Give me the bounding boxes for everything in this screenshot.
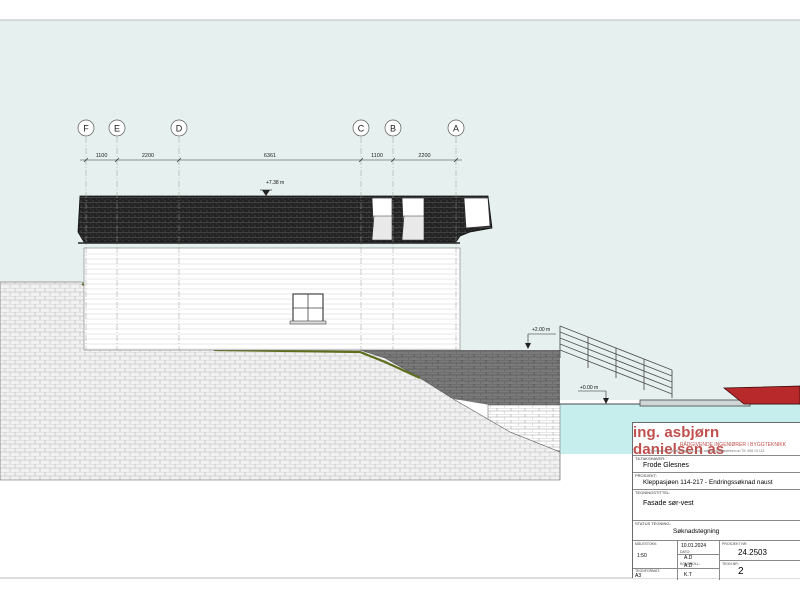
drawing-title-row: TEGNINGSTITTEL: Fasade sør-vest [633, 490, 800, 521]
company-name: ing. asbjørn danielsen as [633, 424, 725, 458]
grid-bubble-a [447, 119, 465, 137]
company-logo: ing. asbjørn danielsen as RÅDGIVENDE ING… [633, 423, 800, 458]
grid-bubble-f [77, 119, 95, 137]
project-no-value: 24.2503 [738, 548, 767, 557]
format-value: A3 [635, 573, 642, 579]
project-value: Kleppasjøen 114-217 - Endringssøknad nau… [643, 479, 773, 486]
status-value: Søknadstegning [673, 528, 720, 535]
grid-label-f: F [83, 124, 89, 134]
window [289, 293, 327, 325]
grid-label-b: B [390, 124, 396, 134]
grid-label-a: A [453, 124, 459, 134]
floating-pier [639, 399, 751, 407]
grid-bubble-c [352, 119, 370, 137]
dimension-label: 2200 [418, 153, 430, 159]
dimension-tick [176, 157, 182, 163]
drawn-cell: A.D KONTROLL: A.D [677, 555, 719, 569]
boat [722, 385, 800, 405]
dimension-label: 1100 [96, 153, 108, 159]
client-label: TILTAKSHAVER: [635, 456, 666, 461]
company-contact: Fjordgaten 2, 5006 Bergen E-post: asbjor… [649, 449, 765, 453]
dimension-tick [453, 157, 459, 163]
grid-bubble-e [108, 119, 126, 137]
project-no-cell: PROSJEKT NR: 24.2503 [719, 541, 800, 561]
status-label: STATUS TEGNING: [635, 521, 671, 526]
grid-bubble-b [384, 119, 402, 137]
company-tagline: RÅDGIVENDE INGENIØRER I BYGGTEKNIKK [679, 442, 786, 448]
drawing-no-value: 2 [738, 566, 744, 577]
grid-bubble-d [170, 119, 188, 137]
checked-value: A.D [684, 563, 693, 569]
stair-railing [559, 325, 673, 398]
controlled-cell: K.T [677, 569, 719, 580]
title-block: ing. asbjørn danielsen as RÅDGIVENDE ING… [632, 422, 800, 580]
stone-ramp [358, 350, 560, 405]
level-quay: +2.00 m [525, 327, 556, 349]
level-quay-label: +2.00 m [532, 327, 550, 333]
level-zero: +0.00 m [578, 385, 609, 404]
dimension-label: 6361 [264, 153, 276, 159]
dimension-tick [83, 157, 89, 163]
grid-label-d: D [176, 124, 183, 134]
drawing-title-label: TEGNINGSTITTEL: [635, 490, 671, 495]
client-row: TILTAKSHAVER: Frode Glesnes [633, 456, 800, 473]
format-cell: TEGNFORMAT: A3 [635, 569, 660, 579]
dimension-tick [358, 157, 364, 163]
scale-cell: MÅLESTOKK: 1:50 [633, 541, 677, 569]
scale-value: 1:50 [637, 553, 647, 559]
status-row: STATUS TEGNING: Søknadstegning [633, 521, 800, 541]
controlled-value: K.T [684, 572, 692, 578]
level-zero-label: +0.00 m [580, 385, 598, 391]
client-value: Frode Glesnes [643, 462, 689, 469]
drawing-title-value: Fasade sør-vest [643, 500, 694, 507]
grid-label-e: E [114, 124, 120, 134]
grid-label-c: C [358, 124, 365, 134]
drawing-no-cell: TEGN.NR: 2 [719, 561, 800, 580]
drawn-value: A.D [684, 555, 693, 561]
level-roof: +7.38 m [260, 180, 284, 196]
dimension-tick [390, 157, 396, 163]
project-label: PROSJEKT: [635, 473, 657, 478]
project-row: PROSJEKT: Kleppasjøen 114-217 - Endrings… [633, 473, 800, 490]
roof [77, 195, 493, 244]
level-roof-label: +7.38 m [266, 180, 284, 186]
date-value: 10.01.2024 [681, 543, 707, 549]
info-grid: MÅLESTOKK: 1:50 10.01.2024 DATO: A.D KON… [633, 541, 800, 580]
date-cell: 10.01.2024 DATO: [677, 541, 719, 555]
dimension-tick [114, 157, 120, 163]
dimension-label: 1100 [371, 153, 383, 159]
dimension-label: 2200 [142, 153, 154, 159]
